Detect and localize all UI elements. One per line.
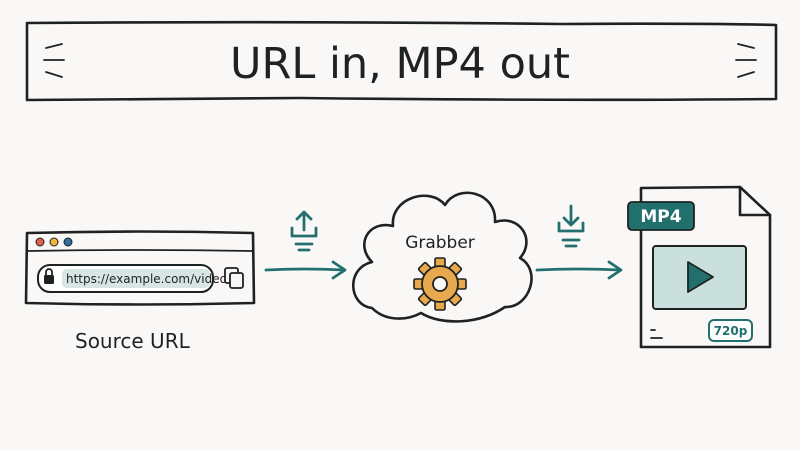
window-dot-yellow [49, 237, 59, 247]
video-preview[interactable] [652, 245, 747, 310]
resolution-badge: 720p [708, 319, 753, 342]
lock-icon [44, 268, 54, 284]
download-icon [557, 204, 585, 248]
arrow-to-mp4 [535, 260, 623, 280]
window-dot-red [35, 237, 45, 247]
upload-icon [290, 210, 318, 252]
banner-flourish-left [43, 43, 65, 78]
window-dot-blue [63, 237, 73, 247]
resolution-label: 720p [714, 324, 748, 338]
copy-icon[interactable] [224, 267, 244, 289]
banner-flourish-right [735, 43, 757, 78]
source-label: Source URL [75, 329, 191, 353]
grabber-label: Grabber [405, 233, 475, 253]
format-label: MP4 [640, 207, 681, 227]
browser-window: https://example.com/video [24, 230, 256, 306]
title-banner: URL in, MP4 out [25, 20, 778, 102]
url-text: https://example.com/video [66, 272, 227, 286]
arrow-to-grabber [264, 260, 347, 280]
format-badge: MP4 [627, 201, 695, 231]
mp4-file: MP4 720p [627, 185, 772, 349]
gear-icon [413, 257, 467, 311]
address-bar[interactable]: https://example.com/video [37, 264, 227, 293]
grabber-cloud: Grabber [351, 191, 533, 323]
file-lines [650, 329, 663, 339]
page-title: URL in, MP4 out [230, 39, 570, 89]
play-icon [687, 261, 714, 293]
